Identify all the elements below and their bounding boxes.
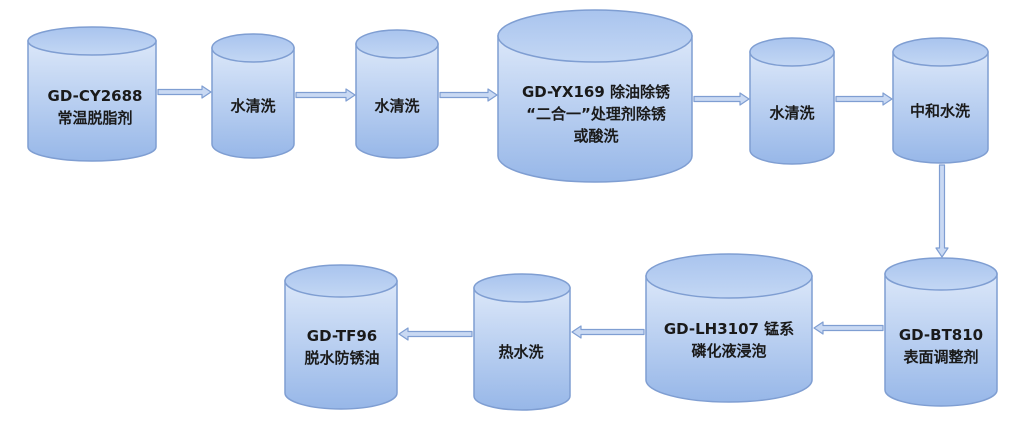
step-line: “二合一”处理剂除锈 bbox=[526, 105, 666, 123]
step-gd-bt810-label: GD-BT810 表面调整剂 bbox=[899, 324, 983, 368]
cylinder-top bbox=[27, 26, 157, 56]
step-line: GD-BT810 bbox=[898, 326, 984, 344]
step-line: 热水洗 bbox=[498, 343, 544, 361]
cylinder-top bbox=[497, 9, 693, 63]
cylinder-tank bbox=[355, 29, 439, 159]
step-line: 水清洗 bbox=[230, 97, 276, 115]
cylinder-top bbox=[892, 37, 989, 67]
flow-arrow bbox=[398, 327, 473, 341]
flow-arrow bbox=[157, 85, 212, 99]
cylinder-tank bbox=[284, 264, 398, 410]
cylinder-tank bbox=[892, 37, 989, 164]
cylinder-top bbox=[884, 257, 998, 291]
cylinder-tank bbox=[884, 257, 998, 407]
step-line: GD-CY2688 bbox=[47, 87, 143, 105]
cylinder-tank bbox=[645, 253, 813, 403]
flow-arrow bbox=[571, 325, 645, 339]
cylinder-body bbox=[892, 51, 989, 164]
cylinder-body bbox=[284, 280, 398, 410]
step-water-rinse-1-label: 水清洗 bbox=[230, 95, 275, 117]
cylinder-body bbox=[27, 40, 157, 162]
cylinder-top bbox=[211, 33, 295, 63]
flow-arrow bbox=[835, 92, 893, 106]
cylinder-body bbox=[211, 47, 295, 159]
cylinder-tank bbox=[473, 273, 571, 411]
step-line: 水清洗 bbox=[769, 104, 815, 122]
cylinder-top bbox=[284, 264, 398, 298]
cylinder-body bbox=[473, 287, 571, 411]
step-line: 表面调整剂 bbox=[903, 348, 979, 366]
flow-arrow bbox=[813, 321, 884, 335]
cylinder-top bbox=[749, 37, 835, 67]
step-gd-yx169-label: GD-YX169 除油除锈 “二合一”处理剂除锈 或酸洗 bbox=[522, 81, 670, 147]
cylinder-body bbox=[884, 273, 998, 407]
step-line: 或酸洗 bbox=[573, 127, 619, 145]
flow-arrow bbox=[439, 88, 498, 102]
cylinders-layer bbox=[27, 9, 998, 411]
cylinder-top bbox=[355, 29, 439, 59]
cylinder-body bbox=[749, 51, 835, 165]
cylinder-tank bbox=[27, 26, 157, 162]
cylinder-top bbox=[645, 253, 813, 299]
cylinder-body bbox=[645, 275, 813, 403]
step-gd-cy2688-label: GD-CY2688 常温脱脂剂 bbox=[48, 85, 143, 129]
step-line: 脱水防锈油 bbox=[304, 349, 380, 367]
flow-arrow bbox=[693, 92, 750, 106]
cylinder-tank bbox=[211, 33, 295, 159]
step-line: GD-LH3107 锰系 bbox=[663, 320, 795, 338]
step-neutralize-rinse-label: 中和水洗 bbox=[910, 100, 970, 122]
cylinder-top bbox=[473, 273, 571, 303]
step-gd-tf96-label: GD-TF96 脱水防锈油 bbox=[304, 325, 379, 369]
step-hot-water-rinse-label: 热水洗 bbox=[498, 341, 543, 363]
step-water-rinse-2-label: 水清洗 bbox=[374, 95, 419, 117]
cylinder-tank bbox=[497, 9, 693, 183]
cylinder-tank bbox=[749, 37, 835, 165]
cylinder-body bbox=[497, 35, 693, 183]
step-line: GD-YX169 除油除锈 bbox=[521, 83, 671, 101]
cylinder-body bbox=[355, 43, 439, 159]
flow-arrow bbox=[935, 164, 949, 258]
step-line: 常温脱脂剂 bbox=[57, 109, 133, 127]
step-gd-lh3107-label: GD-LH3107 锰系 磷化液浸泡 bbox=[664, 318, 794, 362]
step-line: 磷化液浸泡 bbox=[691, 342, 767, 360]
step-water-rinse-3-label: 水清洗 bbox=[769, 102, 814, 124]
step-line: 中和水洗 bbox=[909, 102, 971, 120]
arrows-layer bbox=[157, 85, 949, 341]
step-line: GD-TF96 bbox=[306, 327, 378, 345]
step-line: 水清洗 bbox=[374, 97, 420, 115]
flow-arrow bbox=[295, 88, 356, 102]
